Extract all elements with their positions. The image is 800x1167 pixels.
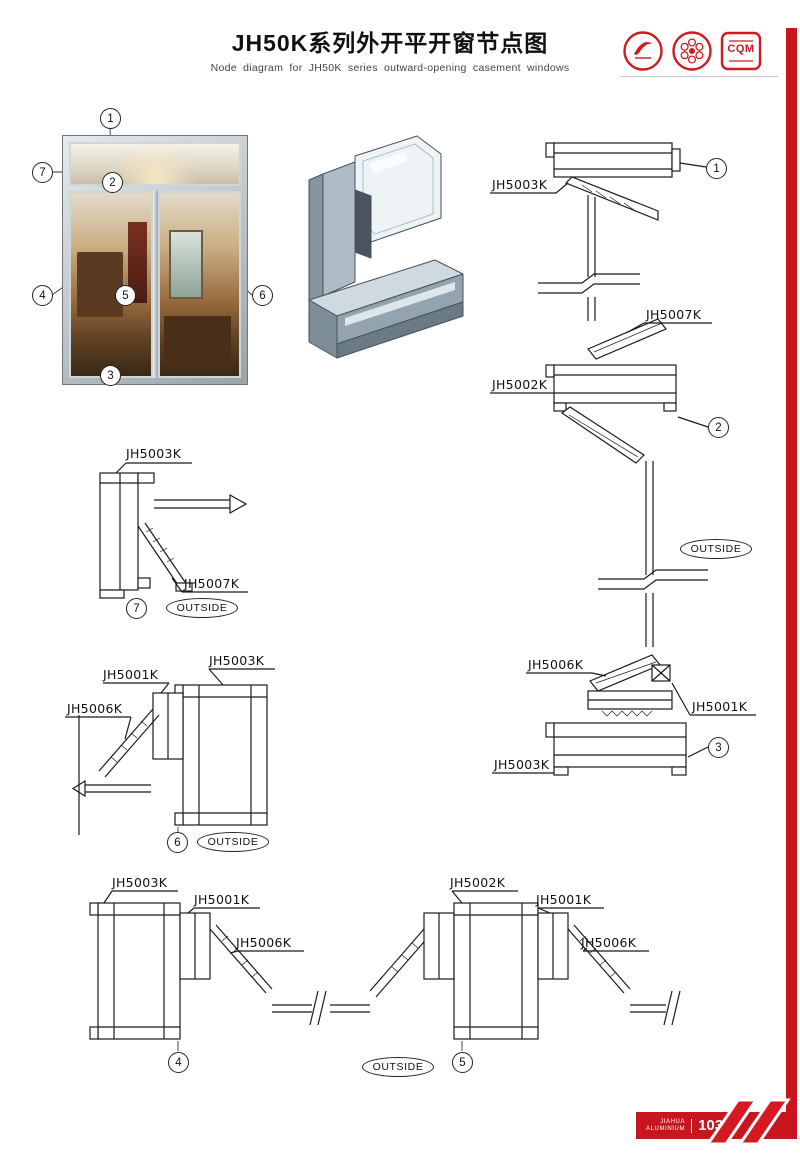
header: JH50K系列外开平开窗节点图 Node diagram for JH50K s… xyxy=(150,24,630,74)
right-sash-glass xyxy=(157,191,241,378)
profile-label-jh5002k: JH5002K xyxy=(450,875,506,890)
callout-4: 4 xyxy=(168,1052,189,1073)
profile-label-jh5003k: JH5003K xyxy=(126,446,182,461)
callout-3: 3 xyxy=(100,365,121,386)
callout-6: 6 xyxy=(167,832,188,853)
callout-2: 2 xyxy=(708,417,729,438)
callout-2: 2 xyxy=(102,172,123,193)
profile-label-jh5007k: JH5007K xyxy=(184,576,240,591)
callout-4: 4 xyxy=(32,285,53,306)
profile-label-jh5001k: JH5001K xyxy=(692,699,748,714)
callout-5: 5 xyxy=(452,1052,473,1073)
left-sash-glass xyxy=(69,191,153,378)
callout-5: 5 xyxy=(115,285,136,306)
window-mullion xyxy=(152,191,158,378)
header-logos: CQM xyxy=(622,30,762,72)
callout-7: 7 xyxy=(32,162,53,183)
profile-label-jh5003k: JH5003K xyxy=(492,177,548,192)
profile-3d-render xyxy=(285,130,475,385)
profile-3d-render-image xyxy=(308,135,464,359)
callout-3: 3 xyxy=(708,737,729,758)
page-title: JH50K系列外开平开窗节点图 xyxy=(231,30,549,56)
detail-7-drawing xyxy=(99,462,248,599)
profile-label-jh5006k: JH5006K xyxy=(528,657,584,672)
profile-label-jh5006k: JH5006K xyxy=(581,935,637,950)
profile-label-jh5001k: JH5001K xyxy=(194,892,250,907)
profile-label-jh5001k: JH5001K xyxy=(103,667,159,682)
profile-label-jh5003k: JH5003K xyxy=(494,757,550,772)
window-photo-section: 1 7 2 4 5 6 3 xyxy=(28,103,278,403)
page-subtitle: Node diagram for JH50K series outward-op… xyxy=(210,62,570,74)
callout-1: 1 xyxy=(100,108,121,129)
transom-glass xyxy=(69,142,241,186)
horizontal-section-drawing xyxy=(89,890,681,1051)
vertical-section-drawing xyxy=(490,142,756,776)
callout-7: 7 xyxy=(126,598,147,619)
certification-seal-icon xyxy=(671,30,713,72)
outside-label: OUTSIDE xyxy=(166,598,238,618)
window-sashes xyxy=(69,191,241,378)
outside-label: OUTSIDE xyxy=(362,1057,434,1077)
detail-7-diagram: JH5003K JH5007K 7 OUTSIDE xyxy=(80,440,270,630)
footer-brand: JIAHUA ALUMINIUM xyxy=(646,1119,685,1133)
cqm-logo-icon: CQM xyxy=(720,30,762,72)
detail-6-diagram: JH5001K JH5003K JH5006K 6 OUTSIDE xyxy=(65,645,280,860)
footer-lightning-marks-icon xyxy=(705,1098,791,1146)
right-edge-red-strip xyxy=(786,28,797,1114)
profile-label-jh5003k: JH5003K xyxy=(112,875,168,890)
cqm-logo-text: CQM xyxy=(727,43,755,55)
header-divider xyxy=(620,76,778,77)
callout-6: 6 xyxy=(252,285,273,306)
horizontal-section-diagram: JH5003K JH5001K JH5006K JH5002K JH5001K … xyxy=(80,865,690,1080)
footer-divider xyxy=(691,1118,693,1133)
vertical-section-diagram: JH5003K JH5007K JH5002K JH5006K JH5001K … xyxy=(470,125,790,825)
footer-brand-line2: ALUMINIUM xyxy=(646,1125,686,1132)
profile-label-jh5006k: JH5006K xyxy=(67,701,123,716)
footer-brand-line1: JIAHUA xyxy=(660,1118,686,1125)
outside-label: OUTSIDE xyxy=(680,539,752,559)
jiahua-brand-logo-icon xyxy=(622,30,664,72)
window-photo-image xyxy=(62,135,248,385)
profile-label-jh5006k: JH5006K xyxy=(236,935,292,950)
callout-1: 1 xyxy=(706,158,727,179)
detail-6-drawing xyxy=(65,668,275,835)
profile-label-jh5002k: JH5002K xyxy=(492,377,548,392)
outside-label: OUTSIDE xyxy=(197,832,269,852)
profile-label-jh5003k: JH5003K xyxy=(209,653,265,668)
profile-label-jh5007k: JH5007K xyxy=(646,307,702,322)
profile-label-jh5001k: JH5001K xyxy=(536,892,592,907)
